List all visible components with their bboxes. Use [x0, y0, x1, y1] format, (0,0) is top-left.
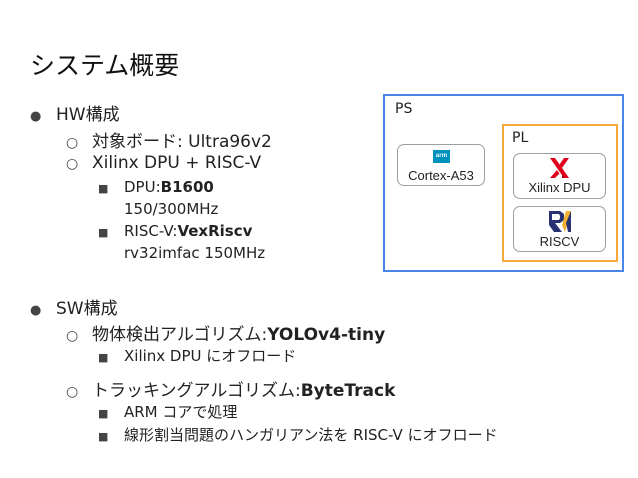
- list-item: ○ トラッキングアルゴリズム: ByteTrack: [66, 376, 395, 401]
- xilinx-dpu-block: Xilinx DPU: [513, 153, 606, 199]
- sw-detect-offload: Xilinx DPU にオフロード: [124, 347, 297, 365]
- riscv-block: RISCV: [513, 206, 606, 252]
- hw-board: 対象ボード: Ultra96v2: [92, 132, 272, 152]
- bullet-dot-icon: ●: [30, 109, 42, 124]
- sw-label: SW構成: [56, 299, 118, 319]
- sw-track-offload: 線形割当問題のハンガリアン法を RISC-V にオフロード: [124, 426, 498, 444]
- list-item: ■ ARM コアで処理: [98, 401, 237, 422]
- pl-label: PL: [512, 130, 529, 146]
- list-item: ○ 物体検出アルゴリズム: YOLOv4-tiny: [66, 320, 385, 345]
- hw-dpu-prefix: DPU:: [124, 178, 161, 196]
- ps-label: PS: [395, 101, 413, 117]
- hw-riscv-value: VexRiscv: [177, 222, 253, 240]
- list-item: ■ DPU: B1600: [98, 178, 214, 196]
- hw-riscv-prefix: RISC-V:: [124, 222, 178, 240]
- hw-dpu-value: B1600: [160, 178, 214, 196]
- list-item: 150/300MHz: [124, 200, 218, 218]
- architecture-diagram: PS arm Cortex-A53 PL Xilinx DPU: [383, 94, 624, 272]
- sw-track-prefix: トラッキングアルゴリズム:: [92, 381, 301, 401]
- list-item: ● HW構成: [30, 100, 120, 125]
- bullet-square-icon: ■: [98, 407, 109, 420]
- bullet-circle-icon: ○: [66, 384, 79, 400]
- sw-track-arm: ARM コアで処理: [124, 403, 238, 421]
- bullet-dot-icon: ●: [30, 303, 42, 318]
- sw-detect-prefix: 物体検出アルゴリズム:: [92, 325, 268, 345]
- list-item: ■ RISC-V: VexRiscv: [98, 222, 252, 240]
- pl-box: PL Xilinx DPU: [502, 124, 618, 262]
- bullet-square-icon: ■: [98, 430, 109, 443]
- list-item: ○ 対象ボード: Ultra96v2: [66, 127, 272, 152]
- list-item: ■ Xilinx DPU にオフロード: [98, 345, 296, 366]
- sw-detect-value: YOLOv4-tiny: [267, 325, 386, 345]
- hw-riscv-spec: rv32imfac 150MHz: [124, 244, 266, 262]
- bullet-circle-icon: ○: [66, 328, 79, 344]
- ps-box: PS arm Cortex-A53 PL Xilinx DPU: [383, 94, 624, 272]
- riscv-logo-icon: [549, 211, 571, 232]
- cortex-label: Cortex-A53: [408, 168, 474, 183]
- list-item: ● SW構成: [30, 294, 118, 319]
- arm-logo-icon: arm: [433, 150, 450, 163]
- hw-label: HW構成: [56, 105, 120, 125]
- bullet-circle-icon: ○: [66, 135, 79, 151]
- list-item: ■ 線形割当問題のハンガリアン法を RISC-V にオフロード: [98, 424, 498, 445]
- xilinx-logo-icon: [550, 158, 569, 178]
- hw-config: Xilinx DPU + RISC-V: [92, 153, 262, 173]
- list-item: ○ Xilinx DPU + RISC-V: [66, 153, 261, 173]
- sw-track-value: ByteTrack: [300, 381, 396, 401]
- bullet-square-icon: ■: [98, 182, 109, 195]
- list-item: rv32imfac 150MHz: [124, 244, 265, 262]
- dpu-label: Xilinx DPU: [528, 180, 591, 195]
- bullet-circle-icon: ○: [66, 156, 79, 172]
- cortex-a53-block: arm Cortex-A53: [397, 144, 485, 186]
- bullet-square-icon: ■: [98, 226, 109, 239]
- bullet-square-icon: ■: [98, 351, 109, 364]
- hw-dpu-freq: 150/300MHz: [124, 200, 219, 218]
- slide-title: システム概要: [30, 51, 180, 80]
- riscv-label: RISCV: [539, 234, 580, 249]
